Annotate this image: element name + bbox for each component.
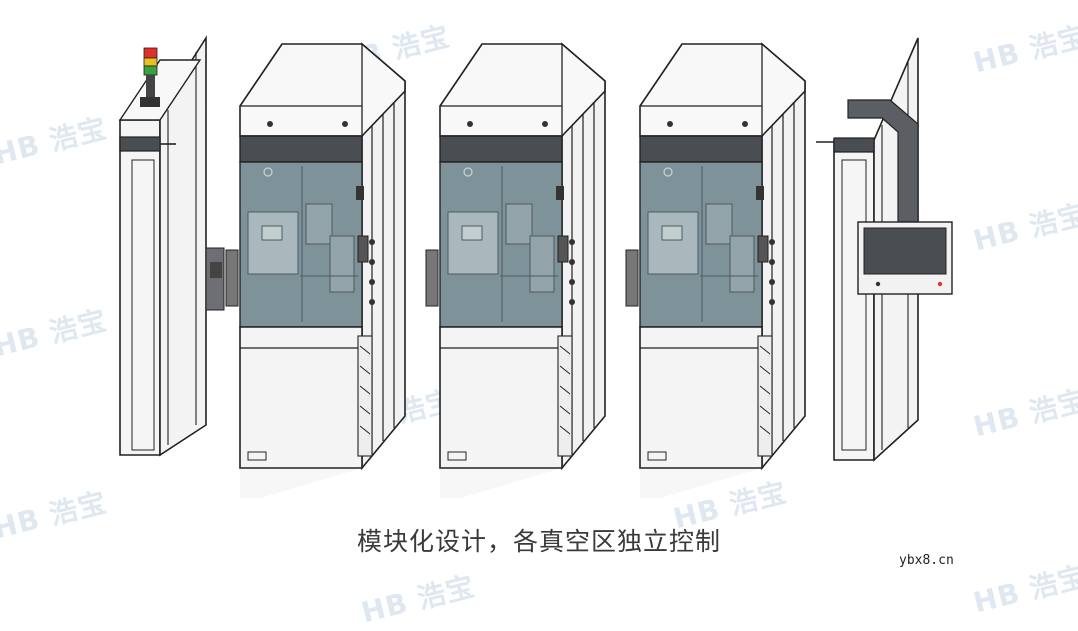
modular-machine-illustration xyxy=(118,35,953,499)
vacuum-module-3 xyxy=(625,43,806,499)
source-site-label: ybx8.cn xyxy=(895,552,958,569)
hmi-screen-icon xyxy=(857,221,953,295)
side-mount-bracket xyxy=(205,247,225,311)
vacuum-module-2 xyxy=(425,43,606,499)
vacuum-module-1 xyxy=(225,43,406,499)
tower-lamp-icon xyxy=(140,47,160,107)
left-end-frame xyxy=(118,35,207,457)
figure-caption: 模块化设计，各真空区独立控制 xyxy=(356,527,721,556)
